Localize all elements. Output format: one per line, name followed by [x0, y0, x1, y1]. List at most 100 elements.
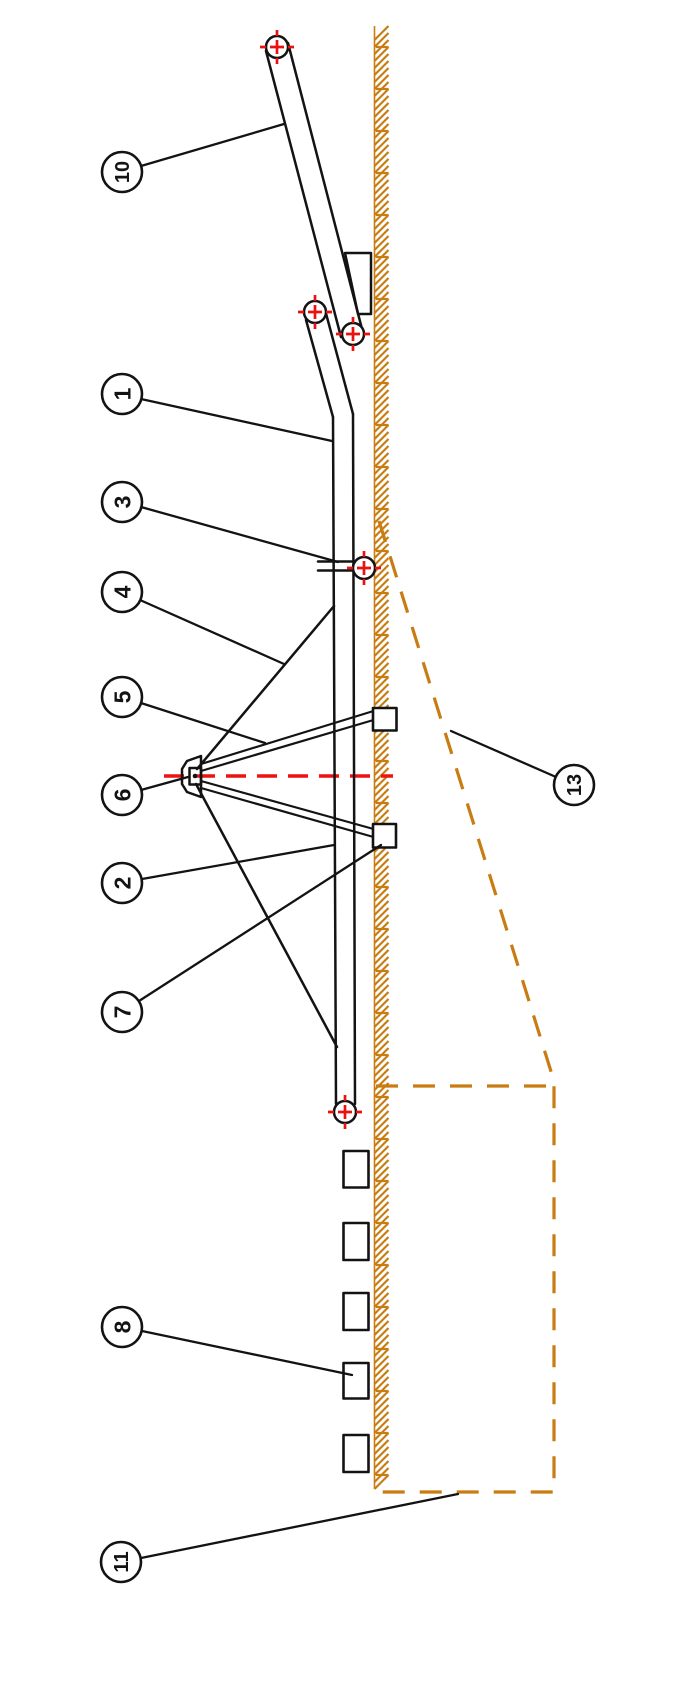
- pivot-markers: [260, 30, 381, 1129]
- hatch-tick: [373, 592, 390, 608]
- callout-circle: [552, 763, 596, 807]
- hatch-tick: [373, 1355, 390, 1371]
- hatch-tick: [373, 305, 390, 321]
- leader-line: [139, 505, 340, 564]
- hatch-tick: [373, 760, 390, 776]
- strut-anchor-blocks: [371, 706, 398, 849]
- hatch-tick: [373, 977, 390, 993]
- hatch-tick: [373, 1411, 390, 1427]
- hatch-tick: [373, 1026, 390, 1042]
- hatch-tick: [373, 865, 390, 881]
- hatch-tick: [373, 109, 390, 125]
- hatch-tick: [373, 886, 390, 902]
- callout-label: 8: [109, 1320, 135, 1333]
- hatch-tick: [373, 298, 390, 314]
- center-mark-icon: [336, 317, 370, 351]
- hatch-tick: [373, 1327, 390, 1343]
- hatch-tick: [373, 1446, 390, 1462]
- hatch-tick: [373, 956, 390, 972]
- hatch-tick: [373, 529, 390, 545]
- hatch-tick: [373, 1040, 390, 1056]
- hatch-tick: [373, 438, 390, 454]
- callout-circle: [100, 990, 144, 1034]
- hatch-tick: [373, 949, 390, 965]
- callout-4: 4: [100, 570, 286, 666]
- hatch-tick: [373, 641, 390, 657]
- ground-block-row: [342, 1149, 370, 1474]
- hatch-tick: [373, 452, 390, 468]
- hatch-tick: [373, 914, 390, 930]
- hatch-tick: [373, 1439, 390, 1455]
- hatch-tick: [373, 536, 390, 552]
- profile-outline: [377, 520, 556, 1494]
- hatch-tick: [373, 802, 390, 818]
- hatch-tick: [373, 571, 390, 587]
- hatch-tick: [373, 1397, 390, 1413]
- hatch-tick: [373, 200, 390, 216]
- callout-circle: [100, 861, 144, 905]
- hatch-tick: [373, 95, 390, 111]
- hatch-tick: [373, 1243, 390, 1259]
- hatch-tick: [373, 1250, 390, 1266]
- hatch-tick: [373, 1075, 390, 1091]
- hatch-tick: [373, 851, 390, 867]
- hatch-tick: [373, 277, 390, 293]
- hatch-tick: [373, 1229, 390, 1245]
- hatch-tick: [373, 998, 390, 1014]
- hatch-tick: [373, 515, 390, 531]
- hatch-tick: [373, 368, 390, 384]
- hatch-tick: [373, 466, 390, 482]
- hatch-tick: [373, 102, 390, 118]
- hatch-tick: [373, 1096, 390, 1112]
- leader-line: [139, 397, 334, 443]
- hatch-tick: [373, 270, 390, 286]
- hatch-tick: [373, 1348, 390, 1364]
- hatch-tick: [373, 1362, 390, 1378]
- hatch-tick: [373, 1390, 390, 1406]
- center-mark-icon: [298, 295, 332, 329]
- hatch-tick: [373, 137, 390, 153]
- hatch-tick: [373, 1124, 390, 1140]
- hatch-tick: [373, 1152, 390, 1168]
- callout-label: 10: [112, 161, 134, 183]
- leader-line: [140, 1329, 354, 1377]
- hatch-tick: [373, 739, 390, 755]
- hatch-tick: [373, 1138, 390, 1154]
- hatch-tick: [373, 396, 390, 412]
- excavation-profile-dashed: [376, 520, 556, 1494]
- hatch-tick: [373, 172, 390, 188]
- apex-pivot-dot: [192, 773, 198, 779]
- hatch-tick: [373, 116, 390, 132]
- leader-line: [139, 122, 286, 168]
- hatch-tick: [373, 1110, 390, 1126]
- hatch-tick: [373, 683, 390, 699]
- center-mark-icon: [347, 551, 381, 585]
- hatch-tick: [373, 1187, 390, 1203]
- hatch-tick: [373, 578, 390, 594]
- hatch-tick: [373, 858, 390, 874]
- hatch-tick: [373, 228, 390, 244]
- hatch-tick: [373, 1292, 390, 1308]
- hatch-tick: [373, 599, 390, 615]
- callout-3: 3: [100, 480, 340, 564]
- hatch-tick: [373, 403, 390, 419]
- hatch-tick: [373, 1278, 390, 1294]
- hatch-tick: [373, 655, 390, 671]
- hatch-tick: [373, 382, 390, 398]
- leader-line: [449, 729, 558, 779]
- hatch-tick: [373, 25, 390, 41]
- hatch-tick: [373, 872, 390, 888]
- leader-line: [139, 1492, 460, 1560]
- hatch-tick: [373, 991, 390, 1007]
- hatch-tick: [373, 144, 390, 160]
- hatch-tick: [373, 746, 390, 762]
- hatch-tick: [373, 130, 390, 146]
- hatch-tick: [373, 60, 390, 76]
- hatch-tick: [373, 1033, 390, 1049]
- hatch-tick: [373, 676, 390, 692]
- callout-circle: [100, 480, 144, 524]
- hatch-tick: [373, 256, 390, 272]
- hatch-tick: [373, 1306, 390, 1322]
